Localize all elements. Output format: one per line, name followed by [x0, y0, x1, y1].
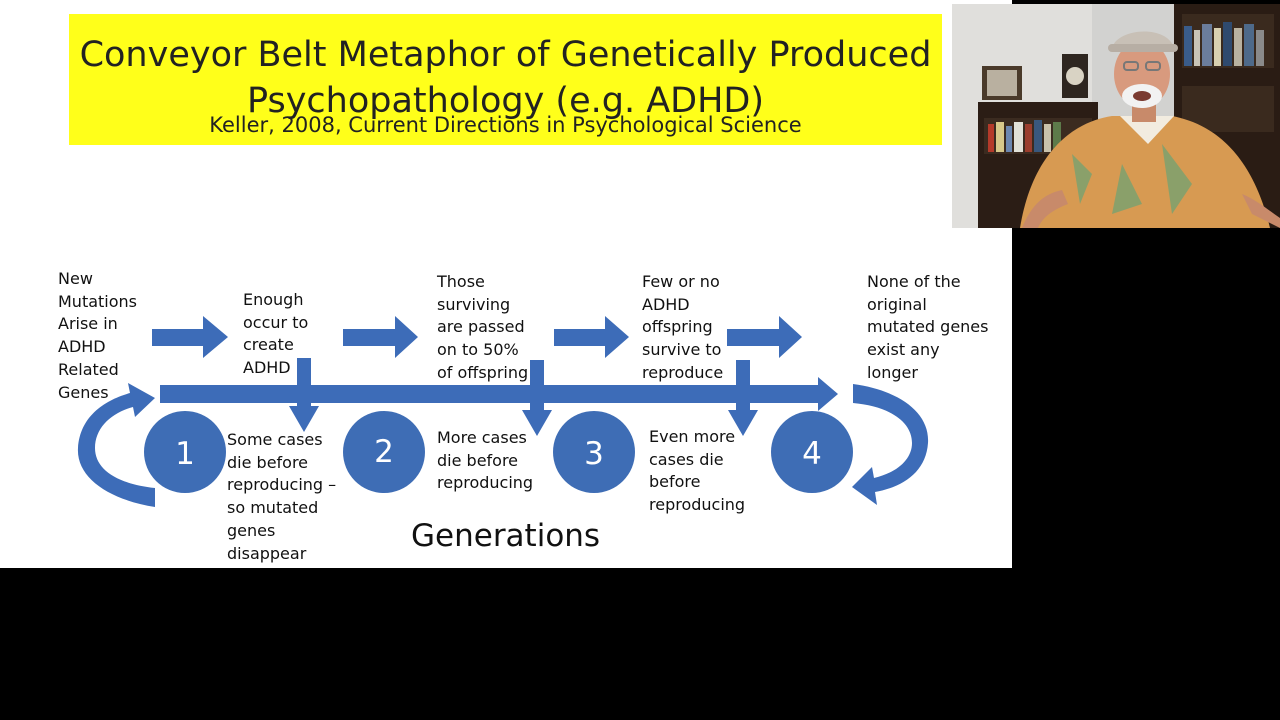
generation-circle-3	[553, 411, 635, 493]
generation-circle-4	[771, 411, 853, 493]
forward-arrow-1	[152, 316, 228, 358]
label-enough-occur: Enough occur to create ADHD	[243, 290, 309, 378]
generation-number-3: 3	[584, 436, 604, 472]
slide-title-line-2: Psychopathology (e.g. ADHD)	[246, 81, 765, 121]
generation-circle-2	[343, 411, 425, 493]
title-banner: Conveyor Belt Metaphor of Genetically Pr…	[69, 14, 942, 145]
slide-subtitle: Keller, 2008, Current Directions in Psyc…	[209, 113, 802, 137]
forward-arrow-3	[554, 316, 629, 358]
generation-circle-1	[144, 411, 226, 493]
label-more-cases: More cases die before reproducing	[437, 428, 534, 493]
forward-arrow-2	[343, 316, 418, 358]
conveyor-belt-arrow	[160, 377, 838, 411]
label-none-original: None of the original mutated genes exist…	[867, 272, 989, 382]
right-curved-arrow	[852, 384, 929, 505]
presenter-webcam-feed	[952, 4, 1280, 228]
presenter-video-image	[952, 4, 1280, 228]
slide-title-line-1: Conveyor Belt Metaphor of Genetically Pr…	[79, 35, 932, 75]
label-even-more: Even more cases die before reproducing	[649, 427, 746, 515]
label-few-or-no: Few or no ADHD offspring survive to repr…	[642, 272, 724, 382]
presentation-slide: Conveyor Belt Metaphor of Genetically Pr…	[0, 0, 1012, 568]
generation-number-2: 2	[374, 434, 394, 470]
generations-label: Generations	[411, 518, 601, 554]
forward-arrow-4	[727, 316, 802, 358]
left-curved-arrow	[77, 383, 155, 507]
label-those-surviving: Those surviving are passed on to 50% of …	[437, 272, 529, 382]
down-arrow-2	[522, 360, 552, 436]
down-arrow-3	[728, 360, 758, 436]
generation-number-4: 4	[802, 436, 822, 472]
generation-number-1: 1	[175, 436, 195, 472]
label-new-mutations: New Mutations Arise in ADHD Related Gene…	[58, 269, 138, 402]
conveyor-belt-diagram: 1 2 3 4	[77, 316, 929, 507]
label-some-cases: Some cases die before reproducing – so m…	[227, 430, 337, 563]
down-arrow-1	[289, 358, 319, 432]
